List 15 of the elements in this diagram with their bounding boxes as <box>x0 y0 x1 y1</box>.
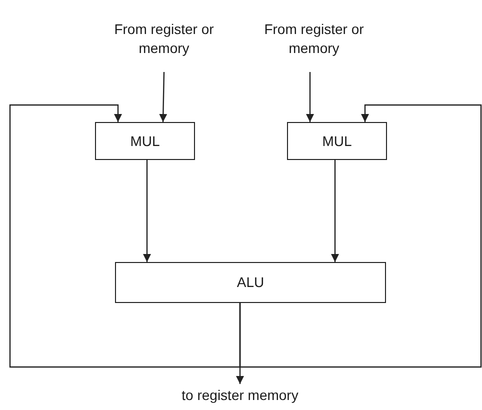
arrow <box>159 72 168 122</box>
arrow <box>143 160 151 262</box>
source-label: From register or memory <box>263 20 365 58</box>
box-label: MUL <box>130 132 160 150</box>
source-label: From register or memory <box>113 20 215 58</box>
arrow <box>306 72 314 122</box>
process-box <box>115 262 386 303</box>
box-label: ALU <box>236 273 264 292</box>
arrow <box>239 104 482 368</box>
arrow <box>9 104 241 368</box>
process-box <box>95 122 195 160</box>
process-box <box>287 122 387 160</box>
box-label: MUL <box>322 132 352 150</box>
arrow <box>331 160 339 262</box>
source-label: to register memory <box>182 386 298 404</box>
